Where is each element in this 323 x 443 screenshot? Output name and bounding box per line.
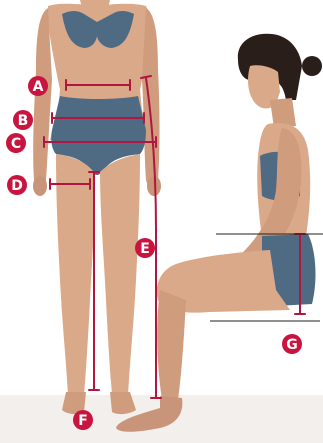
standing-figure	[33, 0, 161, 414]
badge-e: E	[135, 238, 155, 258]
badge-c-text: C	[11, 136, 21, 152]
badge-e-text: E	[140, 241, 150, 257]
seated-hair-bun	[302, 56, 322, 76]
badge-a: A	[28, 76, 48, 96]
standing-left-hand	[33, 176, 47, 196]
standing-right-arm	[142, 8, 160, 188]
badge-b: B	[13, 110, 33, 130]
standing-left-arm	[33, 8, 52, 188]
badge-g: G	[282, 334, 302, 354]
badge-g-text: G	[286, 337, 298, 353]
badge-d: D	[7, 175, 27, 195]
badge-a-text: A	[33, 79, 44, 95]
badge-b-text: B	[18, 113, 29, 129]
seated-lower-leg	[157, 290, 186, 400]
badge-f: F	[73, 410, 93, 430]
standing-left-leg	[56, 154, 95, 395]
standing-right-leg	[100, 154, 140, 395]
badge-c: C	[6, 133, 26, 153]
badge-d-text: D	[11, 178, 23, 194]
badge-f-text: F	[78, 413, 88, 429]
